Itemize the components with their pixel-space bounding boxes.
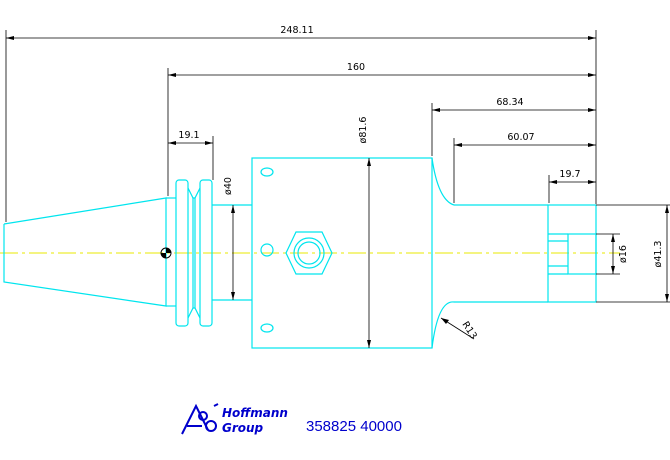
dim-gauge-length: 160: [347, 62, 365, 73]
clamp-screw-inner: [293, 237, 325, 269]
dim-nose-diameter: ø41.3: [653, 241, 664, 268]
mount-hole-3: [260, 323, 274, 333]
pilot-shank: [567, 233, 597, 275]
brand-line-2: Group: [222, 421, 264, 435]
dim-fillet-radius: R13: [459, 320, 478, 342]
part-number: 358825 40000: [306, 418, 402, 435]
dim-body-diameter: ø81.6: [358, 117, 369, 144]
hoffmann-logo-icon: [181, 403, 219, 435]
dim-shank-length: 19.7: [559, 169, 580, 180]
main-body: [251, 157, 433, 349]
dim-flange-width: 19.1: [178, 130, 199, 141]
flange-right: [199, 179, 213, 327]
dimension-lines: [5, 30, 670, 348]
dimension-arrows: [6, 36, 669, 348]
dim-nose-length-b: 60.07: [507, 132, 534, 143]
mount-hole-1: [260, 167, 274, 177]
nose-fillet-top: [431, 157, 455, 206]
brand-line-1: Hoffmann: [222, 406, 288, 420]
taper-shank: [3, 197, 167, 307]
mount-hole-2: [260, 243, 274, 257]
flange-left: [175, 179, 189, 327]
dim-neck-diameter: ø40: [223, 177, 234, 195]
flange-groove: [187, 187, 201, 319]
dim-nose-length-a: 68.34: [496, 97, 523, 108]
clamp-screw-hex: [285, 231, 333, 275]
tool-holder-outline: [3, 157, 597, 349]
drive-key-symbol: [160, 247, 172, 259]
dim-overall-length: 248.11: [280, 25, 313, 36]
nose-fillet-bottom: [431, 301, 455, 349]
hoffmann-logo: Hoffmann Group: [181, 403, 288, 435]
dim-bore-diameter: ø16: [618, 245, 629, 263]
